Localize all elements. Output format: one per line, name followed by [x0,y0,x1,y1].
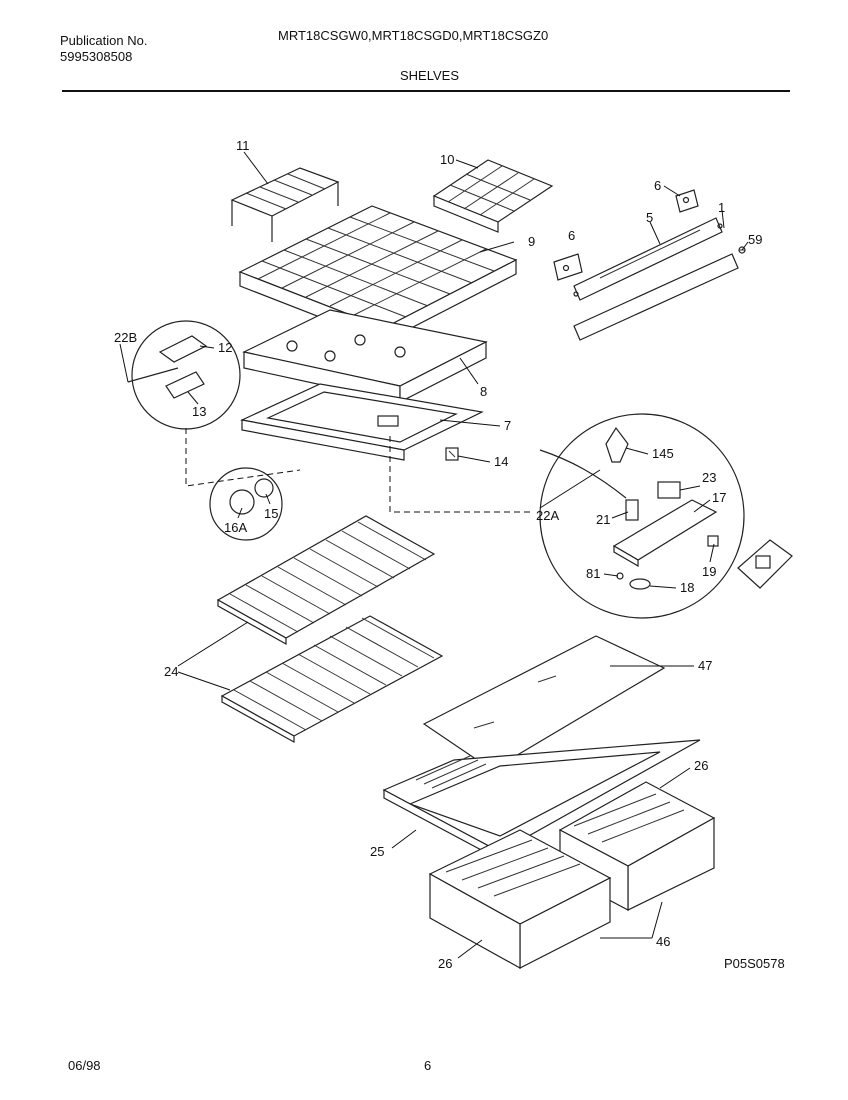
callout-46: 46 [656,934,670,949]
model-numbers: MRT18CSGW0,MRT18CSGD0,MRT18CSGZ0 [278,28,549,43]
callout-145: 145 [652,446,674,461]
ice-trays [432,159,554,233]
callout-47: 47 [698,658,712,673]
callout-13: 13 [192,404,206,419]
callout-24: 24 [164,664,178,679]
dashed-guide-left [185,428,301,487]
callout-18: 18 [680,580,694,595]
publication-number: 5995308508 [60,49,133,64]
callout-19: 19 [702,564,716,579]
callout-14: 14 [494,454,508,469]
callout-6-lower: 6 [568,228,575,243]
callout-6-upper: 6 [654,178,661,193]
base-plate [240,383,484,461]
inset-damper [127,320,241,430]
shelf-24-upper [216,515,436,646]
header-rule [62,90,790,92]
callout-9: 9 [528,234,535,249]
callout-81: 81 [586,566,600,581]
trim-strips [573,217,739,341]
dashed-guide-center [389,436,530,513]
wire-rack [230,167,340,242]
callout-59: 59 [748,232,762,247]
footer-date: 06/98 [68,1058,101,1073]
callout-8: 8 [480,384,487,399]
inset-light [209,467,283,541]
switch-detail [737,539,793,589]
crisper-drawer-left [428,829,612,970]
callout-26-left: 26 [438,956,452,971]
callout-7: 7 [504,418,511,433]
callout-labels: 11 10 6 5 1 6 59 9 22B 12 13 8 7 14 145 … [114,138,762,971]
callout-22a: 22A [536,508,559,523]
callout-10: 10 [440,152,454,167]
control-housing [242,309,488,403]
crisper-frame-25 [382,739,701,862]
callout-11: 11 [236,138,250,153]
callout-16a: 16A [224,520,247,535]
callout-26-right: 26 [694,758,708,773]
publication-label: Publication No. [60,33,148,48]
callout-12: 12 [218,340,232,355]
callout-5: 5 [646,210,653,225]
callout-22b: 22B [114,330,137,345]
brackets [553,189,699,281]
callout-25: 25 [370,844,384,859]
callout-15: 15 [264,506,278,521]
glass-panel-47 [422,635,666,771]
shelf-24-lower [220,615,444,744]
page-number: 6 [424,1058,432,1073]
clip-14 [445,447,459,461]
section-title: SHELVES [400,68,460,83]
callout-23: 23 [702,470,716,485]
inset-control [539,413,745,619]
callout-21: 21 [596,512,610,527]
leader-lines [119,151,749,959]
diagram-code: P05S0578 [724,956,785,971]
callout-17: 17 [712,490,726,505]
callout-1: 1 [718,200,725,215]
